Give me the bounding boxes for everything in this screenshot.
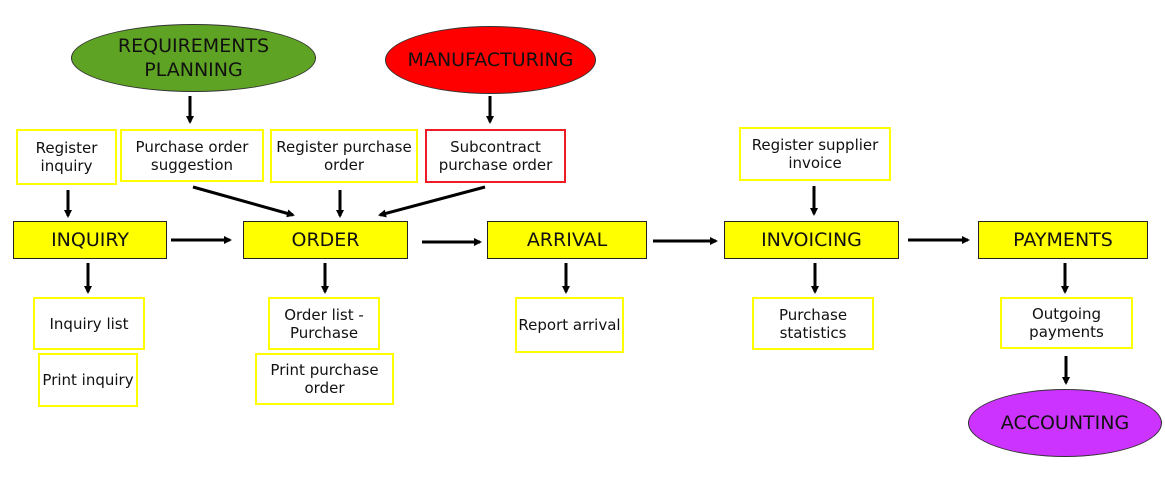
stage-payments: PAYMENTS — [978, 221, 1148, 259]
report-arrival-box: Report arrival — [515, 297, 624, 353]
requirements-planning-node: REQUIREMENTS PLANNING — [71, 24, 316, 92]
purchase-statistics-box: Purchase statistics — [752, 297, 874, 350]
arrow-suggestion-to-order — [192, 185, 295, 218]
stage-invoicing: INVOICING — [724, 221, 899, 259]
order-list-purchase-box: Order list - Purchase — [268, 297, 380, 350]
register-purchase-order-box: Register purchase order — [270, 129, 418, 183]
stage-order: ORDER — [243, 221, 408, 259]
print-inquiry-box: Print inquiry — [38, 353, 138, 407]
subcontract-purchase-order-box: Subcontract purchase order — [425, 129, 566, 183]
inquiry-list-box: Inquiry list — [33, 297, 145, 350]
manufacturing-node: MANUFACTURING — [385, 26, 596, 94]
arrow-subcontract-to-order — [378, 185, 486, 218]
outgoing-payments-box: Outgoing payments — [1000, 297, 1133, 349]
register-supplier-invoice-box: Register supplier invoice — [739, 127, 891, 181]
stage-inquiry: INQUIRY — [13, 221, 167, 259]
purchase-order-suggestion-box: Purchase order suggestion — [120, 129, 264, 182]
print-purchase-order-box: Print purchase order — [255, 353, 394, 405]
register-inquiry-box: Register inquiry — [16, 129, 117, 185]
accounting-node: ACCOUNTING — [968, 389, 1162, 457]
stage-arrival: ARRIVAL — [487, 221, 647, 259]
